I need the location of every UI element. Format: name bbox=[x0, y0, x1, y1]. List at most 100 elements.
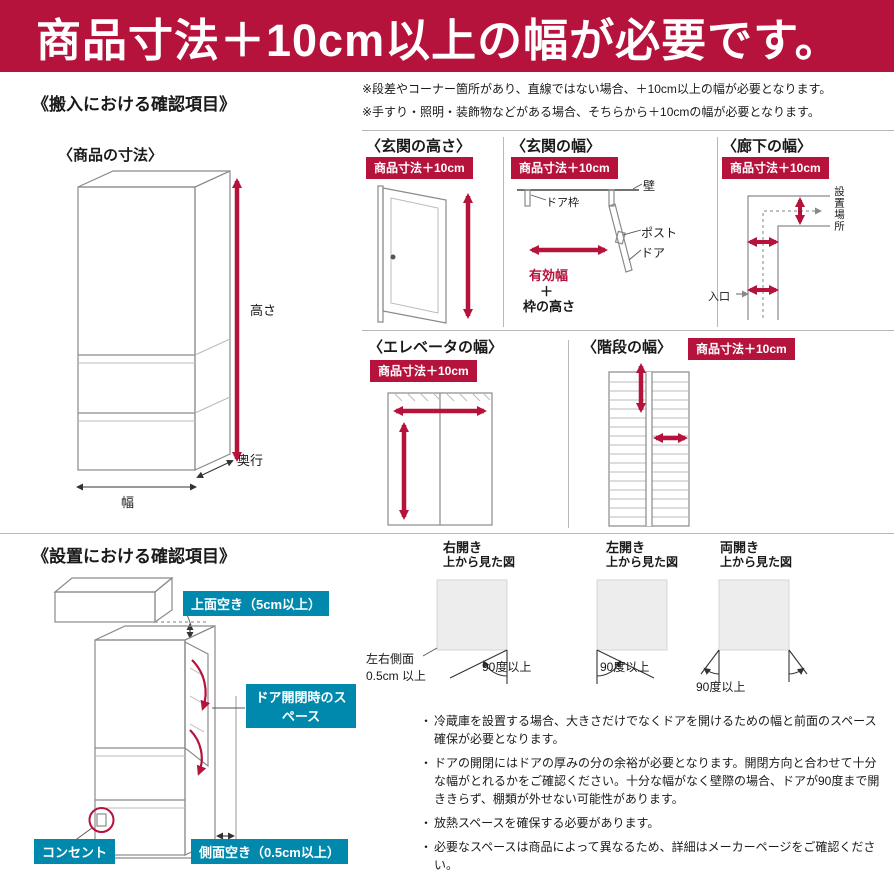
swing-arc bbox=[788, 667, 805, 675]
divider bbox=[362, 330, 894, 331]
bullet-marker: ・ bbox=[420, 840, 433, 854]
right-opening-title: 右開き bbox=[443, 540, 483, 555]
plus-label: ＋ bbox=[540, 284, 554, 299]
installation-section-title: 《設置における確認項目》 bbox=[32, 547, 236, 566]
door-frame bbox=[377, 185, 384, 323]
entrance-height-title: 〈玄関の高さ〉 bbox=[366, 138, 472, 155]
product-dimensions-title: 〈商品の寸法〉 bbox=[58, 147, 164, 164]
door-swing-arc bbox=[191, 659, 211, 711]
door-frame-label: ドア枠 bbox=[546, 197, 579, 209]
note-item: ・ 必要なスペースは商品によって異なるため、詳細はメーカーページをご確認ください… bbox=[420, 838, 886, 874]
elevator-illustration bbox=[387, 392, 493, 526]
outlet-label: コンセント bbox=[34, 839, 116, 864]
outlet-highlight-circle bbox=[88, 807, 115, 833]
door-space-label: ドア開閉時のスペース bbox=[246, 684, 356, 728]
angle-label: 90度以上 bbox=[482, 660, 532, 674]
top-space-label: 上面空き（5cm以上） bbox=[183, 591, 330, 616]
mail-post bbox=[614, 230, 626, 245]
fridge-top-face bbox=[94, 625, 216, 641]
post-label: ポスト bbox=[641, 226, 678, 240]
depth-label: 奥行 bbox=[237, 453, 264, 468]
entrance-height-illustration bbox=[377, 185, 473, 324]
fridge-topview bbox=[596, 579, 668, 651]
stairs-illustration bbox=[608, 363, 690, 527]
carry-route bbox=[762, 207, 822, 318]
note-text: 放熱スペースを確保する必要があります。 bbox=[434, 816, 660, 830]
side-note-line: 左右側面 bbox=[366, 652, 415, 666]
installation-place-label: 設置場所 bbox=[833, 186, 845, 232]
note-item: ・ 冷蔵庫を設置する場合、大きさだけでなくドアを開けるための幅と前面のスペース確… bbox=[420, 712, 886, 748]
divider bbox=[503, 137, 504, 327]
depth-arrow bbox=[196, 459, 234, 479]
fridge-side-face bbox=[184, 625, 216, 856]
divider bbox=[0, 533, 894, 534]
right-jamb bbox=[608, 189, 615, 207]
hallway-illustration bbox=[736, 195, 830, 320]
elevator-width-title: 〈エレベータの幅〉 bbox=[368, 339, 504, 356]
note-text: 必要なスペースは商品によって異なるため、詳細はメーカーページをご確認ください。 bbox=[434, 840, 876, 872]
fridge-topview bbox=[718, 579, 790, 651]
door-panel bbox=[382, 187, 447, 324]
stairs-width-title: 〈階段の幅〉 bbox=[582, 339, 673, 356]
width-label: 幅 bbox=[121, 495, 135, 510]
cabinet-front bbox=[54, 591, 156, 623]
note-text: ドアの開閉にはドアの厚みの分の余裕が必要となります。開閉方向と合わせて十分な幅が… bbox=[434, 756, 880, 806]
door-swing-arc bbox=[189, 729, 207, 776]
inner-wall bbox=[777, 225, 830, 320]
angle-label: 90度以上 bbox=[696, 680, 746, 694]
entrance-width-title: 〈玄関の幅〉 bbox=[511, 138, 602, 155]
door-swing-panel bbox=[608, 203, 633, 273]
fridge-side-face bbox=[194, 170, 231, 471]
bullet-marker: ・ bbox=[420, 714, 433, 728]
outlet bbox=[96, 813, 107, 827]
door-label: ドア bbox=[641, 246, 666, 260]
right-opening-subtitle: 上から見た図 bbox=[443, 555, 516, 569]
swing-arc bbox=[596, 660, 621, 677]
carry-in-notes: ※段差やコーナー箇所があり、直線ではない場合、＋10cm以上の幅が必要となります… bbox=[362, 80, 831, 126]
swing-arc bbox=[703, 667, 720, 675]
note-line: ※手すり・照明・装飾物などがある場合、そちらから＋10cmの幅が必要となります。 bbox=[362, 105, 820, 119]
divider bbox=[717, 137, 718, 327]
effective-width-label: 有効幅 bbox=[529, 268, 569, 283]
entry-label: 入口 bbox=[708, 291, 730, 303]
header-banner: 商品寸法＋10cm以上の幅が必要です。 bbox=[0, 0, 894, 72]
dimension-badge: 商品寸法＋10cm bbox=[722, 157, 829, 179]
note-text: 冷蔵庫を設置する場合、大きさだけでなくドアを開けるための幅と前面のスペース確保が… bbox=[434, 714, 877, 746]
fridge-top-face bbox=[77, 170, 231, 188]
hallway-width-title: 〈廊下の幅〉 bbox=[722, 138, 813, 155]
left-opening-subtitle: 上から見た図 bbox=[606, 555, 679, 569]
cabinet-top bbox=[53, 577, 174, 593]
outer-wall bbox=[747, 195, 830, 320]
left-opening-title: 左開き bbox=[606, 540, 646, 555]
open-door-panel bbox=[184, 641, 209, 768]
note-item: ・ 放熱スペースを確保する必要があります。 bbox=[420, 814, 886, 832]
dimension-badge: 商品寸法＋10cm bbox=[370, 360, 477, 382]
carry-in-section-title: 《搬入における確認項目》 bbox=[32, 95, 236, 114]
wall-label: 壁 bbox=[643, 179, 656, 193]
bullet-marker: ・ bbox=[420, 816, 433, 830]
door-open-line bbox=[449, 649, 508, 679]
divider bbox=[568, 340, 569, 528]
refrigerator-dimensions-illustration bbox=[76, 170, 242, 491]
left-jamb bbox=[524, 189, 531, 207]
both-opening-subtitle: 上から見た図 bbox=[720, 555, 793, 569]
fridge-topview bbox=[436, 579, 508, 651]
divider bbox=[362, 130, 894, 131]
frame-height-label: 枠の高さ bbox=[523, 299, 576, 314]
height-label: 高さ bbox=[250, 303, 277, 318]
side-note-line: 0.5cm 以上 bbox=[366, 669, 427, 683]
both-opening-topview bbox=[700, 579, 808, 682]
cabinet-side bbox=[154, 576, 173, 624]
bullet-marker: ・ bbox=[420, 756, 433, 770]
both-opening-title: 両開き bbox=[720, 540, 760, 555]
left-opening-topview bbox=[596, 579, 668, 684]
side-space-label: 側面空き（0.5cm以上） bbox=[191, 839, 348, 864]
installation-notes: ・ 冷蔵庫を設置する場合、大きさだけでなくドアを開けるための幅と前面のスペース確… bbox=[420, 712, 886, 875]
swing-arc bbox=[483, 660, 508, 677]
dimension-badge: 商品寸法＋10cm bbox=[366, 157, 473, 179]
note-line: ※段差やコーナー箇所があり、直線ではない場合、＋10cm以上の幅が必要となります… bbox=[362, 82, 832, 96]
entrance-width-illustration bbox=[517, 183, 643, 273]
door-knob bbox=[390, 254, 396, 260]
angle-label: 90度以上 bbox=[600, 660, 650, 674]
